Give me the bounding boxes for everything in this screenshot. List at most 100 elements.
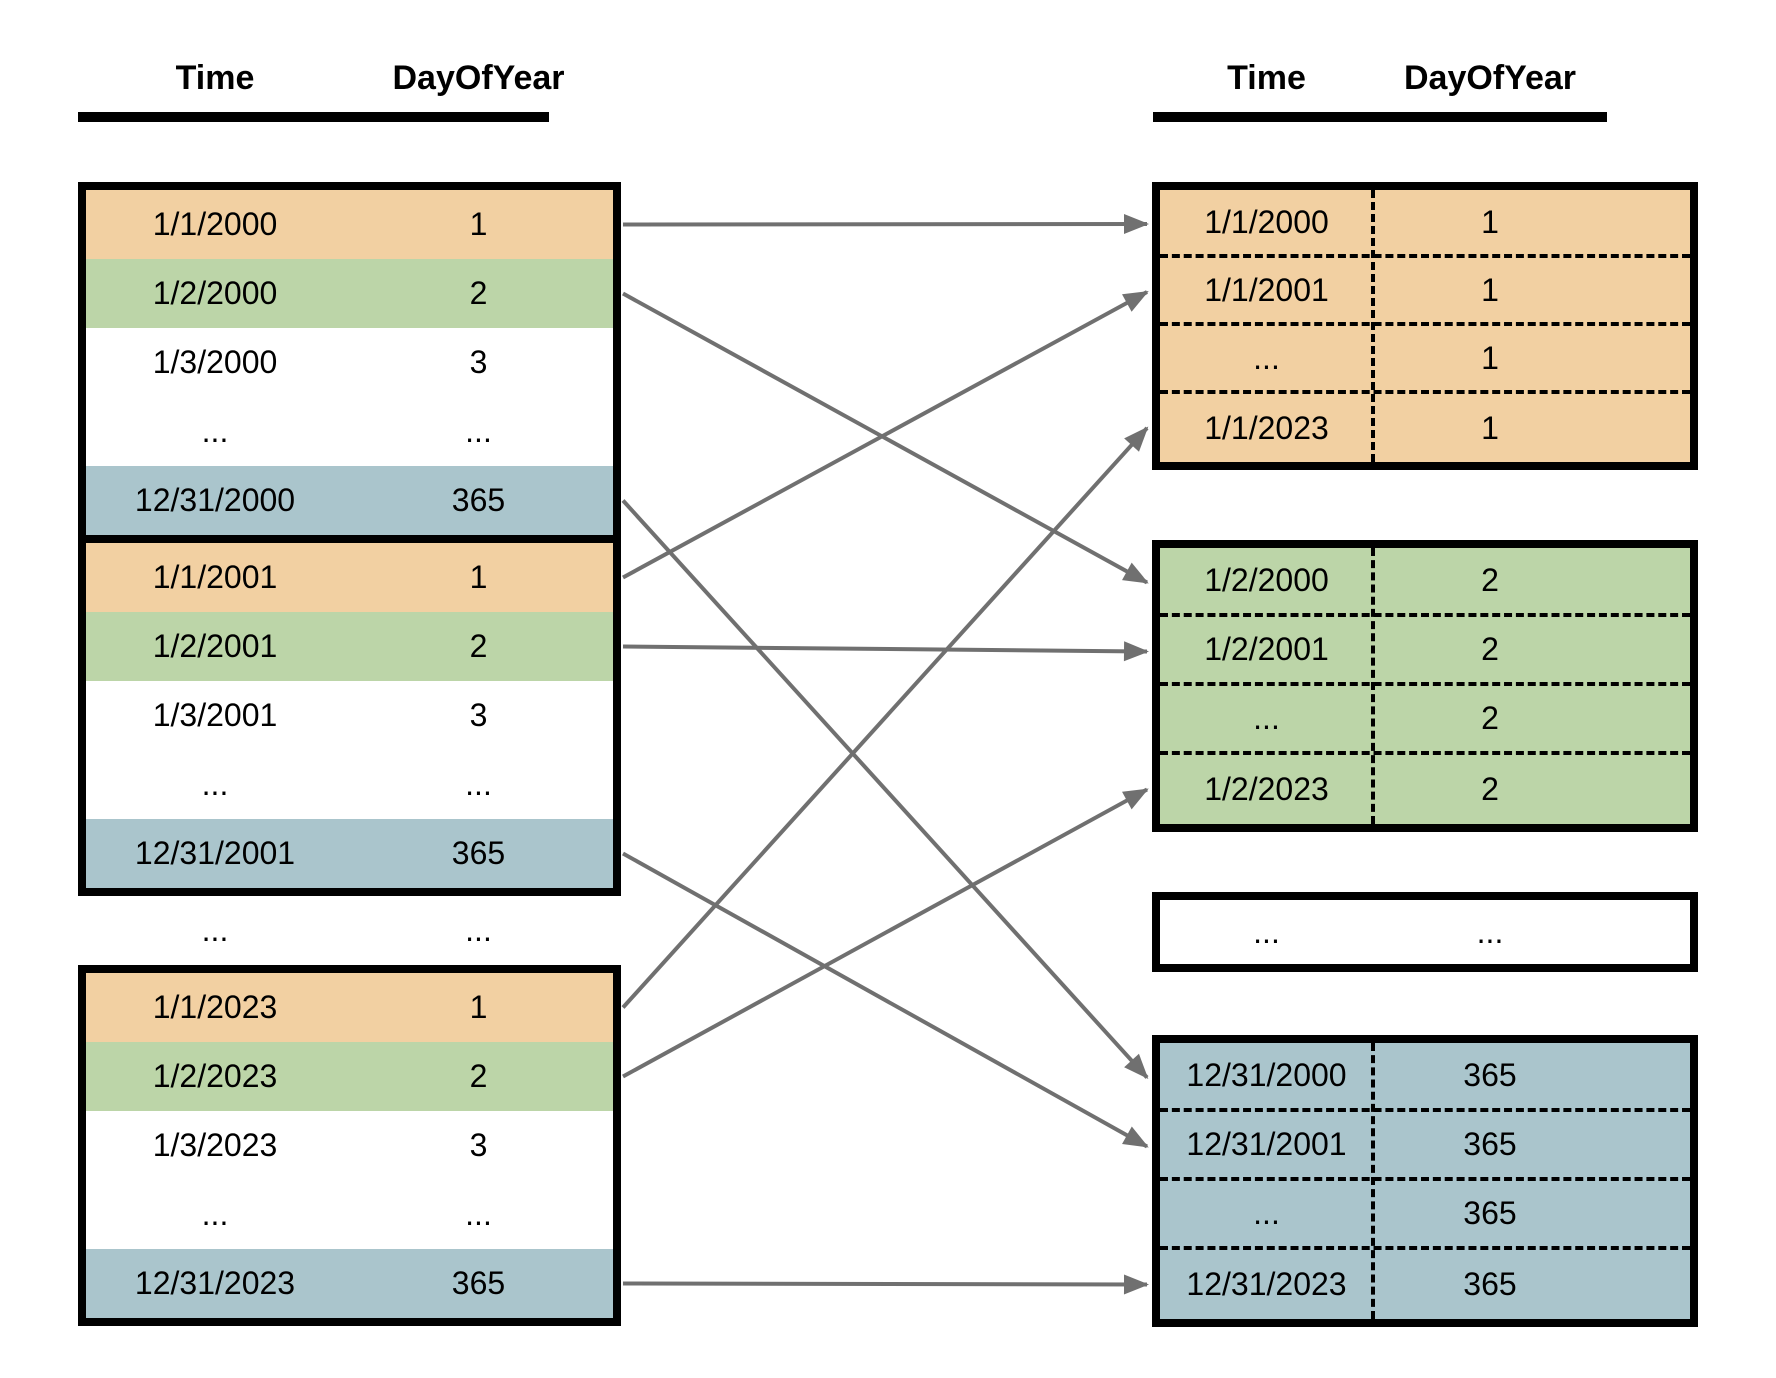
day-cell: 3 xyxy=(469,1127,488,1163)
day-cell: 365 xyxy=(451,835,506,871)
time-cell: 12/31/2001 xyxy=(1186,1126,1347,1162)
table-row: 1/2/2000 2 xyxy=(86,259,613,328)
time-cell: 12/31/2000 xyxy=(1186,1057,1347,1093)
left-table-2023: 1/1/2023 1 1/2/2023 2 1/3/2023 3 ... ...… xyxy=(78,965,621,1326)
table-row: 1/1/2001 1 xyxy=(1160,258,1690,326)
table-row: 12/31/2023 365 xyxy=(86,1249,613,1318)
day-cell: 3 xyxy=(469,344,488,380)
day-cell: 365 xyxy=(451,1265,506,1301)
left-column-header: Time DayOfYear xyxy=(86,56,613,100)
day-cell: 2 xyxy=(1481,700,1499,736)
left-ellipsis-row: ... ... xyxy=(78,896,621,965)
table-row: 1/3/2000 3 xyxy=(86,328,613,397)
time-cell: ... xyxy=(201,912,229,948)
day-cell: 1 xyxy=(469,559,488,595)
time-cell: 1/2/2023 xyxy=(1204,771,1329,807)
time-cell: 1/2/2000 xyxy=(1204,562,1329,598)
day-cell: 365 xyxy=(1463,1057,1517,1093)
time-cell: ... xyxy=(1253,1195,1280,1231)
day-cell: 2 xyxy=(469,1058,488,1094)
table-row-ellipsis: ... ... xyxy=(86,397,613,466)
time-cell: 1/2/2000 xyxy=(152,275,278,311)
day-cell: ... xyxy=(465,912,492,948)
left-table-2000-2001: 1/1/2000 1 1/2/2000 2 1/3/2000 3 ... ...… xyxy=(78,182,621,896)
right-column-header: Time DayOfYear xyxy=(1160,56,1607,100)
time-cell: 1/1/2001 xyxy=(152,559,278,595)
day-cell: 2 xyxy=(469,628,488,664)
connection-arrow xyxy=(622,851,1149,1149)
table-row: 12/31/2000 365 xyxy=(86,466,613,535)
table-row: 1/1/2000 1 xyxy=(1160,190,1690,258)
left-header-dayofyear-label: DayOfYear xyxy=(392,58,565,97)
day-cell: 3 xyxy=(469,697,488,733)
table-row: 1/1/2023 1 xyxy=(86,973,613,1042)
time-cell: 1/3/2000 xyxy=(152,344,278,380)
table-row: 1/1/2023 1 xyxy=(1160,394,1690,462)
table-row-ellipsis: ... ... xyxy=(1160,900,1690,964)
time-cell: 1/3/2023 xyxy=(152,1127,278,1163)
table-row: 12/31/2001 365 xyxy=(1160,1112,1690,1181)
connection-arrow xyxy=(622,641,1149,662)
connection-arrow xyxy=(622,787,1149,1079)
day-cell: 2 xyxy=(1481,631,1499,667)
day-cell: 2 xyxy=(1481,771,1499,807)
time-cell: 1/1/2000 xyxy=(1204,203,1329,240)
day-cell: ... xyxy=(465,413,492,449)
table-row: 1/2/2000 2 xyxy=(1160,548,1690,617)
table-row-ellipsis: ... ... xyxy=(86,1180,613,1249)
time-cell: 1/2/2001 xyxy=(1204,631,1329,667)
day-cell: 1 xyxy=(1481,409,1499,446)
connection-arrow xyxy=(622,1274,1149,1295)
day-cell: 365 xyxy=(1463,1126,1517,1162)
right-group-day365: 12/31/2000 365 12/31/2001 365 ... 365 12… xyxy=(1152,1035,1698,1327)
time-cell: 1/1/2000 xyxy=(152,206,278,242)
table-row: 12/31/2000 365 xyxy=(1160,1043,1690,1112)
time-cell: ... xyxy=(201,1196,229,1232)
table-row: 1/2/2023 2 xyxy=(1160,755,1690,824)
table-row: 1/1/2000 1 xyxy=(86,190,613,259)
day-cell: 1 xyxy=(469,989,488,1025)
table-row: 1/3/2001 3 xyxy=(86,681,613,750)
table-row-ellipsis: ... 2 xyxy=(1160,686,1690,755)
connection-arrow xyxy=(621,426,1149,1009)
time-cell: 1/1/2001 xyxy=(1204,271,1329,308)
table-junction-divider xyxy=(86,535,613,543)
right-group-gap: ... ... xyxy=(1152,892,1698,972)
day-cell: 1 xyxy=(1481,203,1499,240)
connection-arrow xyxy=(622,214,1149,235)
day-cell: ... xyxy=(1476,913,1504,950)
table-row: 12/31/2001 365 xyxy=(86,819,613,888)
left-header-time-label: Time xyxy=(175,58,255,97)
day-cell: 365 xyxy=(451,482,506,518)
table-row: 1/2/2023 2 xyxy=(86,1042,613,1111)
day-cell: 1 xyxy=(1481,271,1499,308)
table-row: 1/3/2023 3 xyxy=(86,1111,613,1180)
table-row: 1/2/2001 2 xyxy=(1160,617,1690,686)
right-group-day1: 1/1/2000 1 1/1/2001 1 ... 1 1/1/2023 1 xyxy=(1152,182,1698,470)
day-cell: 365 xyxy=(1463,1195,1517,1231)
right-header-dayofyear-label: DayOfYear xyxy=(1404,58,1576,97)
connection-arrow xyxy=(621,499,1149,1079)
time-cell: 12/31/2000 xyxy=(134,482,296,518)
day-cell: 2 xyxy=(469,275,488,311)
day-cell: 1 xyxy=(469,206,488,242)
table-row-ellipsis: ... 365 xyxy=(1160,1181,1690,1250)
table-row: 1/2/2001 2 xyxy=(86,612,613,681)
table-row-ellipsis: ... 1 xyxy=(1160,326,1690,394)
day-cell: 365 xyxy=(1463,1266,1517,1302)
table-row-ellipsis: ... ... xyxy=(86,750,613,819)
right-header-time-label: Time xyxy=(1227,58,1306,97)
right-header-underline xyxy=(1153,112,1607,122)
time-cell: 1/1/2023 xyxy=(152,989,278,1025)
day-cell: 1 xyxy=(1481,339,1499,376)
time-cell: 12/31/2023 xyxy=(134,1265,296,1301)
time-cell: 1/1/2023 xyxy=(1204,409,1329,446)
right-group-day2: 1/2/2000 2 1/2/2001 2 ... 2 1/2/2023 2 xyxy=(1152,540,1698,832)
table-row: 1/1/2001 1 xyxy=(86,543,613,612)
day-cell: ... xyxy=(465,766,492,802)
left-header-underline xyxy=(78,112,549,122)
time-cell: ... xyxy=(1253,700,1280,736)
time-cell: ... xyxy=(201,766,229,802)
time-cell: 12/31/2023 xyxy=(1186,1266,1347,1302)
time-cell: 1/3/2001 xyxy=(152,697,278,733)
